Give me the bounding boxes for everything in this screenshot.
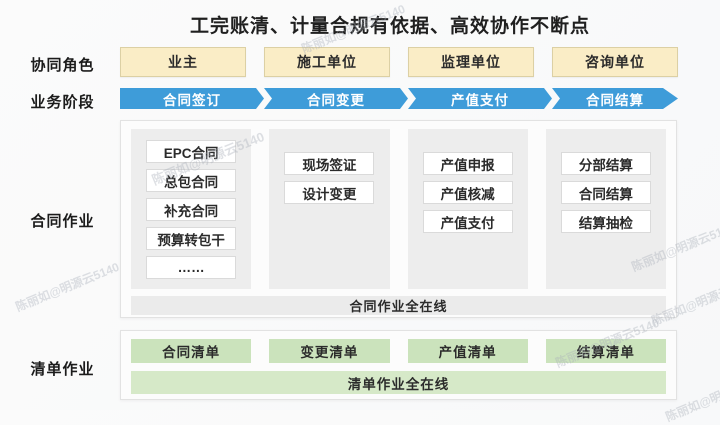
contract-item: 合同结算 xyxy=(560,181,651,204)
contract-item-ellipsis: …… xyxy=(146,256,237,279)
contract-online-banner: 合同作业全在线 xyxy=(131,296,666,315)
checklist-output: 产值清单 xyxy=(407,339,528,363)
contract-item: 设计变更 xyxy=(284,181,375,204)
contract-column-settlement: 分部结算 合同结算 结算抽检 xyxy=(545,129,666,289)
contract-item: 产值核减 xyxy=(422,181,513,204)
contract-item: 分部结算 xyxy=(560,152,651,175)
page-title: 工完账清、计量合规有依据、高效协作不断点 xyxy=(189,16,590,37)
watermark-text: 陈丽如@明源云5140 xyxy=(13,259,122,315)
row-label-roles: 协同角色 xyxy=(30,57,95,74)
contract-item: 产值申报 xyxy=(422,152,513,175)
slide-canvas: 工完账清、计量合规有依据、高效协作不断点 协同角色 业务阶段 合同作业 清单作业… xyxy=(13,2,720,424)
checklist-online-banner: 清单作业全在线 xyxy=(131,371,666,394)
stage-contract-signing: 合同签订 xyxy=(120,88,264,109)
contract-operations-panel: EPC合同 总包合同 补充合同 预算转包干 …… 现场签证 设计变更 产值申报 … xyxy=(120,120,677,318)
contract-item: 现场签证 xyxy=(284,152,375,175)
stage-contract-settlement: 合同结算 xyxy=(552,88,678,109)
checklist-row: 合同清单 变更清单 产值清单 结算清单 xyxy=(131,339,666,363)
role-supervision-unit: 监理单位 xyxy=(408,47,534,77)
contract-columns: EPC合同 总包合同 补充合同 预算转包干 …… 现场签证 设计变更 产值申报 … xyxy=(131,129,666,289)
row-label-stages: 业务阶段 xyxy=(30,94,95,111)
roles-row: 业主 施工单位 监理单位 咨询单位 xyxy=(120,47,678,77)
stage-contract-change: 合同变更 xyxy=(264,88,408,109)
contract-item: EPC合同 xyxy=(146,140,237,163)
role-owner: 业主 xyxy=(120,47,246,77)
row-label-checklist: 清单作业 xyxy=(30,361,95,378)
contract-item: 总包合同 xyxy=(146,169,237,192)
checklist-operations-panel: 合同清单 变更清单 产值清单 结算清单 清单作业全在线 xyxy=(120,330,677,400)
contract-item: 产值支付 xyxy=(422,210,513,233)
contract-column-payment: 产值申报 产值核减 产值支付 xyxy=(407,129,528,289)
role-construction-unit: 施工单位 xyxy=(264,47,390,77)
contract-item: 补充合同 xyxy=(146,198,237,221)
contract-item: 预算转包干 xyxy=(146,227,237,250)
checklist-contract: 合同清单 xyxy=(131,339,252,363)
checklist-settlement: 结算清单 xyxy=(545,339,666,363)
checklist-change: 变更清单 xyxy=(269,339,390,363)
contract-column-signing: EPC合同 总包合同 补充合同 预算转包干 …… xyxy=(131,129,252,289)
row-label-contract: 合同作业 xyxy=(30,213,95,230)
role-consulting-unit: 咨询单位 xyxy=(552,47,678,77)
stage-output-payment: 产值支付 xyxy=(408,88,552,109)
process-arrow: 合同签订 合同变更 产值支付 合同结算 xyxy=(120,88,678,109)
contract-item: 结算抽检 xyxy=(560,210,651,233)
contract-column-change: 现场签证 设计变更 xyxy=(269,129,390,289)
